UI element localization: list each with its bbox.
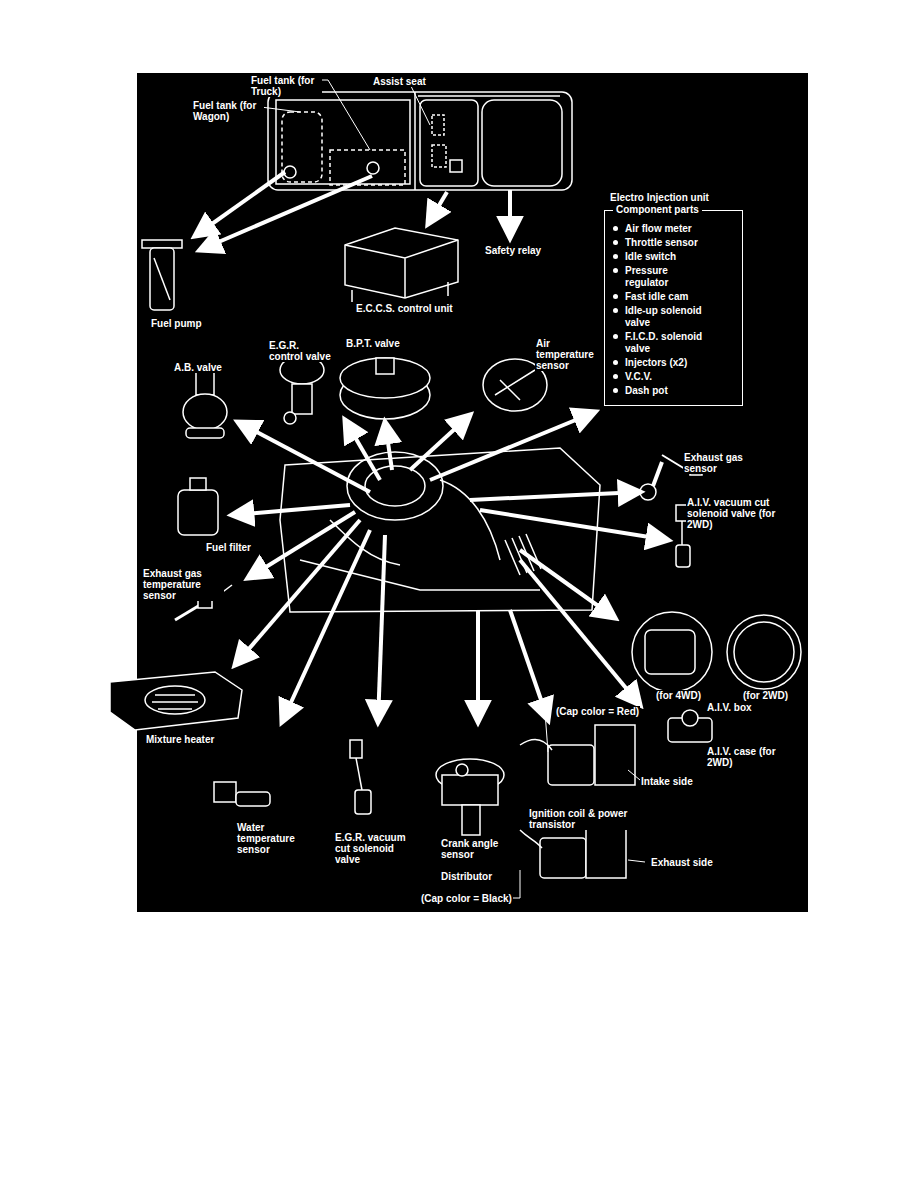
part-label: Crank angle sensor — [440, 838, 522, 860]
pointer-arrow — [200, 176, 372, 250]
part-label: (Cap color = Black) — [420, 893, 513, 904]
bullet-dot — [613, 374, 618, 379]
component-item: V.C.V. — [625, 371, 711, 383]
bullet-dot — [613, 254, 618, 259]
pointer-arrow — [232, 505, 350, 515]
pointer-arrow — [520, 550, 615, 618]
list-row: Fast idle cam — [613, 291, 734, 303]
component-item: Pressure regulator — [625, 265, 711, 289]
part-label: Fuel tank (for Truck) — [250, 75, 322, 97]
list-row: Idle-up solenoid valve — [613, 305, 734, 329]
component-pictures — [110, 228, 801, 878]
component-item: Dash pot — [625, 385, 711, 397]
pointer-arrow — [470, 492, 640, 500]
component-item: Injectors (x2) — [625, 357, 711, 369]
part-label: A.B. valve — [173, 362, 223, 373]
part-label: Exhaust gas sensor — [683, 452, 745, 474]
part-label: (for 4WD) — [655, 690, 702, 701]
part-label: A.I.V. case (for 2WD) — [706, 746, 778, 768]
part-label: (Cap color = Red) — [555, 706, 640, 717]
component-item: Air flow meter — [625, 223, 711, 235]
bullet-dot — [613, 294, 618, 299]
component-item: F.I.C.D. solenoid valve — [625, 331, 711, 355]
part-label: B.P.T. valve — [345, 338, 401, 349]
part-label: Fuel filter — [205, 542, 252, 553]
component-item: Throttle sensor — [625, 237, 711, 249]
part-label: Fuel pump — [150, 318, 203, 329]
pointer-arrow — [195, 172, 285, 236]
component-item: Idle switch — [625, 251, 711, 263]
bullet-dot — [613, 268, 618, 273]
pointer-arrow — [345, 420, 380, 480]
part-label: Mixture heater — [145, 734, 215, 745]
part-label: (for 2WD) — [742, 690, 789, 701]
list-row: V.C.V. — [613, 371, 734, 383]
list-row: Idle switch — [613, 251, 734, 263]
pointer-arrow — [410, 415, 470, 470]
box-border: Component partsAir flow meterThrottle se… — [604, 210, 743, 406]
pointer-arrow — [430, 412, 595, 480]
box-heading: Electro Injection unit — [610, 192, 743, 204]
bullet-dot — [613, 226, 618, 231]
list-row: Pressure regulator — [613, 265, 734, 289]
parts-list-box: Electro Injection unitComponent partsAir… — [604, 192, 743, 406]
bullet-dot — [613, 334, 618, 339]
pointer-arrow — [480, 510, 668, 540]
part-label: E.G.R. vacuum cut solenoid valve — [334, 832, 416, 865]
bullet-dot — [613, 388, 618, 393]
part-label: Safety relay — [484, 245, 542, 256]
bullet-dot — [613, 240, 618, 245]
part-label: Exhaust gas temperature sensor — [142, 568, 224, 601]
part-label: Ignition coil & power transistor — [528, 808, 630, 830]
part-label: E.C.C.S. control unit — [355, 303, 454, 314]
list-row: Throttle sensor — [613, 237, 734, 249]
part-label: Distributor — [440, 871, 493, 882]
list-row: Injectors (x2) — [613, 357, 734, 369]
part-label: Assist seat — [372, 76, 427, 87]
vehicle-top-view — [268, 92, 572, 190]
pointer-arrow — [476, 610, 480, 722]
pointer-arrow — [378, 535, 385, 722]
part-label: Intake side — [640, 776, 694, 787]
box-subheading: Component parts — [613, 204, 702, 216]
list-row: Air flow meter — [613, 223, 734, 235]
list-row: Dash pot — [613, 385, 734, 397]
part-label: Fuel tank (for Wagon) — [192, 100, 264, 122]
pointer-arrow — [282, 530, 370, 722]
component-item: Fast idle cam — [625, 291, 711, 303]
part-label: A.I.V. vacuum cut solenoid valve (for 2W… — [686, 497, 793, 530]
background-panel — [137, 73, 808, 912]
part-label: E.G.R. control valve — [268, 340, 335, 362]
part-label: A.I.V. box — [706, 702, 753, 713]
bullet-dot — [613, 360, 618, 365]
part-label: Air temperature sensor — [535, 338, 597, 371]
component-item: Idle-up solenoid valve — [625, 305, 711, 329]
pointer-arrow — [520, 560, 640, 705]
part-label: Water temperature sensor — [236, 822, 300, 855]
part-label: Exhaust side — [650, 857, 714, 868]
list-row: F.I.C.D. solenoid valve — [613, 331, 734, 355]
pointer-arrow — [428, 192, 447, 224]
pointer-arrow — [510, 610, 548, 720]
pointer-arrow — [385, 422, 392, 470]
bullet-dot — [613, 308, 618, 313]
pointer-arrow — [508, 190, 512, 238]
